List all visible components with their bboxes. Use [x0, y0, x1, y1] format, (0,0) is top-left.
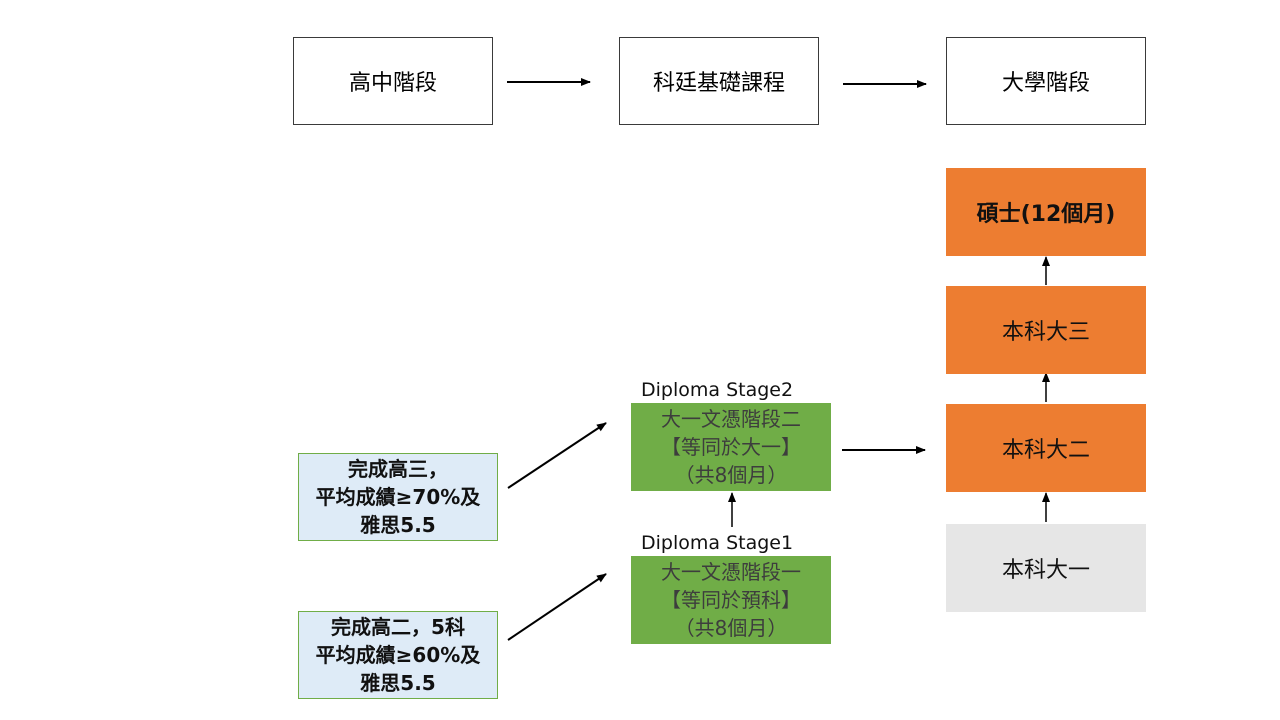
grade12-requirement-box: 完成高三， 平均成績≥70%及 雅思5.5 [298, 453, 498, 541]
diploma-stage1-line3: （共8個月） [674, 616, 788, 640]
diploma-stage1-title: Diploma Stage1 [641, 532, 794, 554]
year3-box: 本科大三 [946, 286, 1146, 374]
foundation-course-box: 科廷基礎課程 [619, 37, 819, 125]
university-stage-label: 大學階段 [1001, 71, 1090, 96]
grade11-line2: 平均成績≥60%及 [315, 643, 481, 667]
grade12-line1: 完成高三， [348, 457, 448, 481]
year2-label: 本科大二 [1001, 438, 1090, 463]
masters-label: 碩士(12個月) [976, 202, 1116, 227]
high-school-stage-box: 高中階段 [293, 37, 493, 125]
diploma-stage1-box: 大一文憑階段一 【等同於預科】 （共8個月） [631, 556, 831, 644]
grade11-line1: 完成高二，5科 [331, 615, 465, 639]
diploma-stage2-title: Diploma Stage2 [641, 379, 794, 401]
grade11-requirement-box: 完成高二，5科 平均成績≥60%及 雅思5.5 [298, 611, 498, 699]
diploma-stage1-line2: 【等同於預科】 [661, 588, 801, 612]
arrow-grade11-to-stage1 [507, 573, 607, 641]
high-school-stage-label: 高中階段 [348, 71, 437, 96]
year1-box: 本科大一 [946, 524, 1146, 612]
grade12-line2: 平均成績≥70%及 [315, 485, 481, 509]
masters-box: 碩士(12個月) [946, 168, 1146, 256]
grade12-line3: 雅思5.5 [360, 513, 436, 537]
year1-label: 本科大一 [1001, 558, 1090, 583]
year2-box: 本科大二 [946, 404, 1146, 492]
diploma-stage1-line1: 大一文憑階段一 [661, 560, 801, 584]
grade11-line3: 雅思5.5 [360, 671, 436, 695]
diploma-stage2-line2: 【等同於大一】 [661, 435, 801, 459]
arrow-grade12-to-stage2 [507, 422, 607, 489]
diploma-stage2-box: 大一文憑階段二 【等同於大一】 （共8個月） [631, 403, 831, 491]
diploma-stage2-line3: （共8個月） [674, 463, 788, 487]
year3-label: 本科大三 [1001, 320, 1090, 345]
university-stage-box: 大學階段 [946, 37, 1146, 125]
diploma-stage2-line1: 大一文憑階段二 [661, 407, 801, 431]
foundation-course-label: 科廷基礎課程 [652, 71, 785, 96]
